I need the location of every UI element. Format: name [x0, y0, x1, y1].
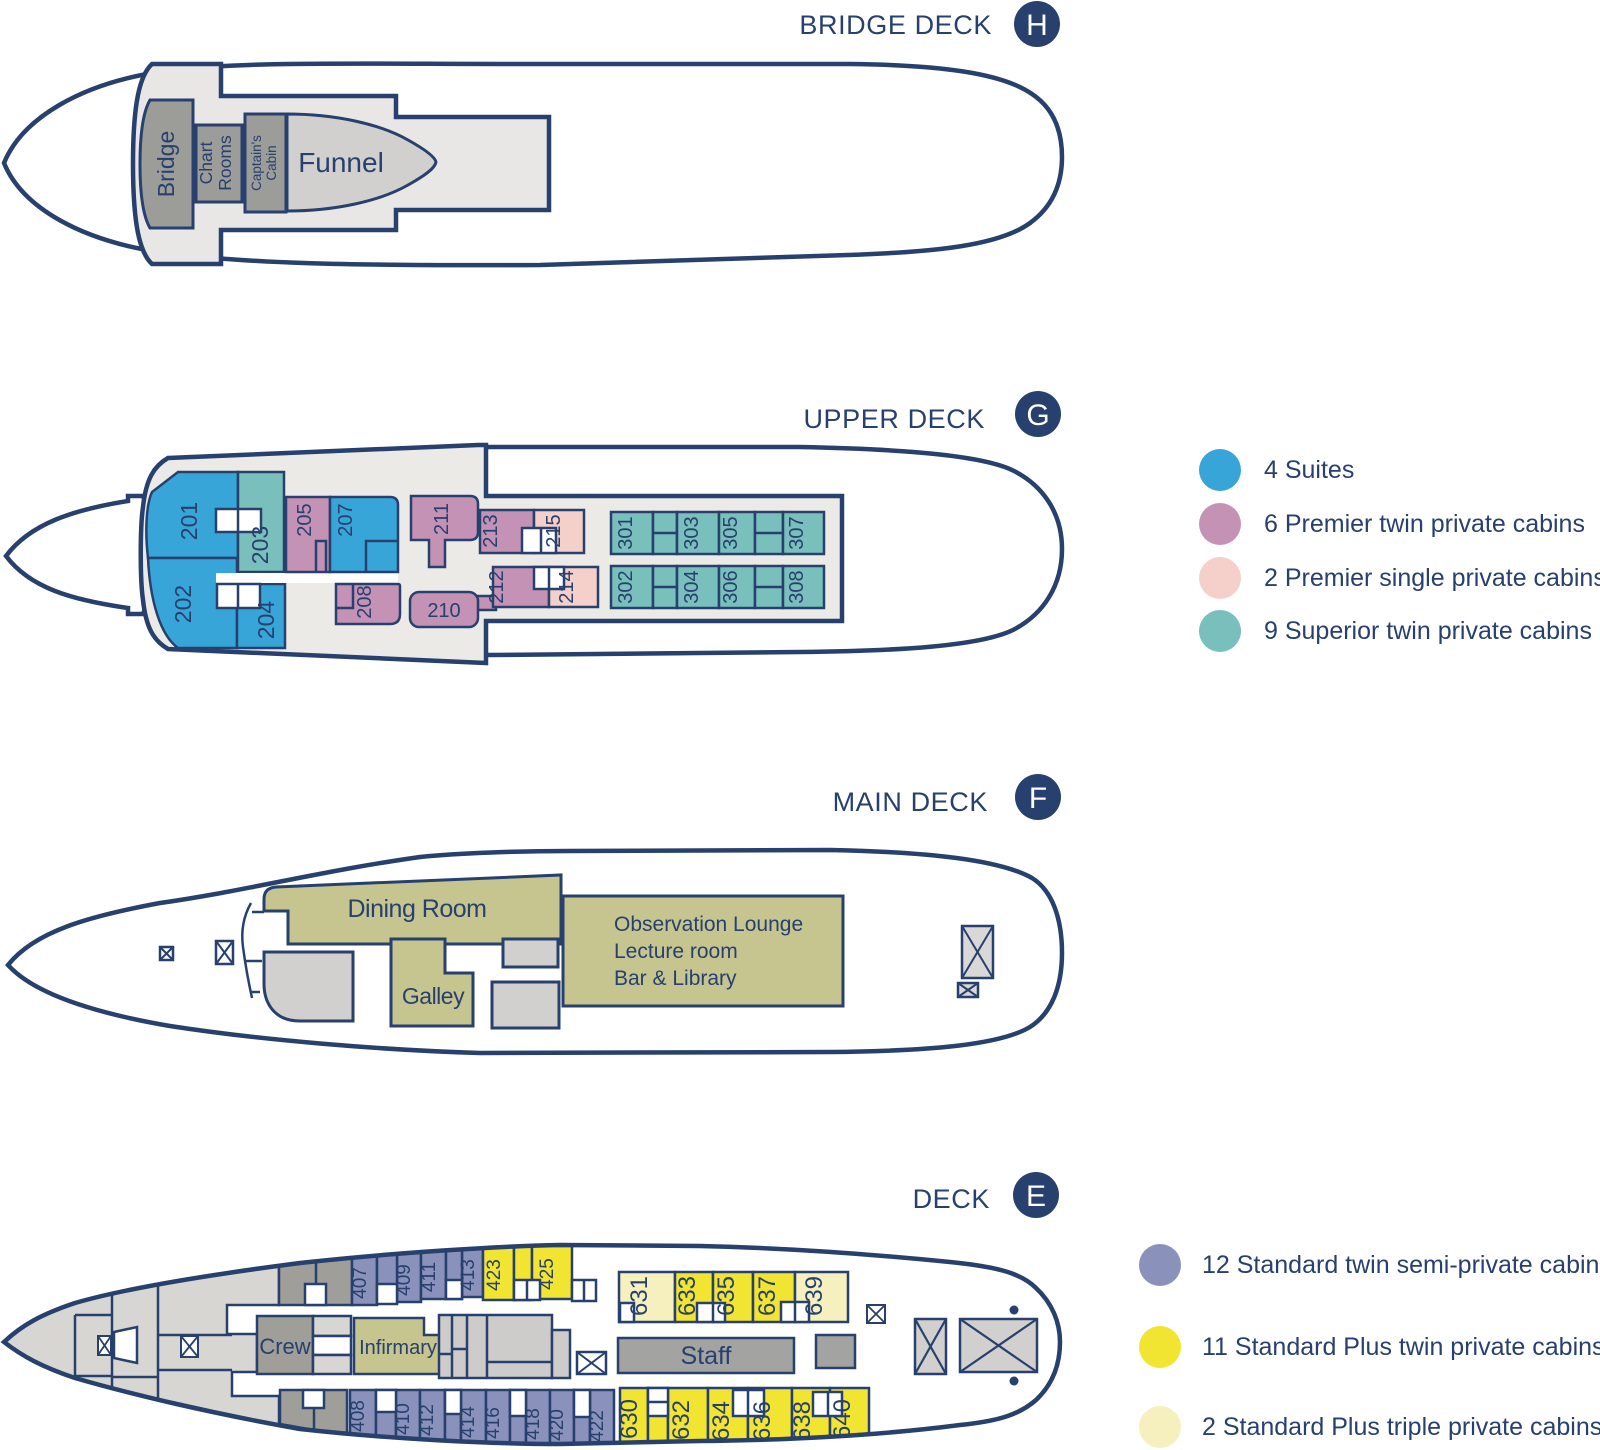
svg-text:201: 201	[176, 502, 202, 540]
svg-text:Infirmary: Infirmary	[359, 1337, 437, 1359]
svg-text:423: 423	[484, 1259, 505, 1291]
svg-text:636: 636	[749, 1401, 776, 1441]
svg-text:2 Standard Plus triple private: 2 Standard Plus triple private cabins	[1202, 1413, 1600, 1441]
svg-text:302: 302	[615, 570, 637, 603]
svg-text:213: 213	[480, 514, 502, 547]
svg-text:UPPER DECK: UPPER DECK	[803, 404, 985, 434]
svg-text:6 Premier twin private cabins: 6 Premier twin private cabins	[1264, 510, 1585, 538]
svg-text:208: 208	[354, 585, 376, 618]
svg-text:301: 301	[615, 516, 637, 549]
svg-text:Galley: Galley	[402, 983, 465, 1009]
svg-text:Captain'sCabin: Captain'sCabin	[249, 135, 279, 191]
svg-text:305: 305	[720, 516, 742, 549]
svg-text:639: 639	[801, 1276, 828, 1316]
svg-text:304: 304	[681, 570, 703, 603]
svg-text:413: 413	[458, 1259, 479, 1291]
svg-text:633: 633	[674, 1276, 701, 1316]
svg-text:630: 630	[616, 1399, 643, 1439]
svg-text:410: 410	[393, 1403, 414, 1435]
svg-text:215: 215	[543, 514, 565, 547]
svg-text:Staff: Staff	[681, 1342, 732, 1370]
svg-text:640: 640	[829, 1399, 856, 1439]
svg-text:211: 211	[431, 503, 453, 535]
svg-text:Bridge: Bridge	[153, 131, 179, 197]
svg-text:631: 631	[626, 1276, 653, 1316]
svg-text:202: 202	[170, 585, 196, 623]
svg-text:Lecture room: Lecture room	[614, 940, 738, 963]
svg-text:Dining Room: Dining Room	[347, 895, 486, 923]
svg-text:12 Standard twin semi-private: 12 Standard twin semi-private cabins	[1202, 1251, 1600, 1279]
svg-text:Crew: Crew	[259, 1334, 310, 1359]
svg-text:418: 418	[523, 1408, 544, 1440]
svg-text:DECK: DECK	[913, 1184, 990, 1214]
svg-text:306: 306	[720, 570, 742, 603]
svg-text:407: 407	[350, 1267, 371, 1299]
svg-text:632: 632	[668, 1400, 695, 1440]
svg-text:408: 408	[348, 1400, 369, 1432]
svg-text:Funnel: Funnel	[298, 147, 384, 178]
svg-text:303: 303	[681, 516, 703, 549]
svg-text:205: 205	[294, 503, 316, 536]
svg-text:214: 214	[556, 570, 578, 603]
svg-text:210: 210	[427, 600, 460, 622]
svg-text:4 Suites: 4 Suites	[1264, 456, 1354, 484]
svg-text:Bar & Library: Bar & Library	[614, 967, 737, 990]
svg-text:Observation Lounge: Observation Lounge	[614, 913, 803, 936]
svg-text:2 Premier single private cabin: 2 Premier single private cabins	[1264, 564, 1600, 592]
svg-text:637: 637	[754, 1276, 781, 1316]
svg-text:409: 409	[394, 1264, 415, 1296]
svg-text:F: F	[1029, 782, 1047, 815]
svg-text:425: 425	[537, 1258, 558, 1290]
svg-text:207: 207	[335, 503, 357, 536]
svg-text:212: 212	[486, 570, 508, 603]
svg-text:ChartRooms: ChartRooms	[196, 135, 235, 191]
svg-text:G: G	[1026, 399, 1049, 432]
svg-text:H: H	[1026, 9, 1048, 42]
svg-text:9 Superior twin private cabins: 9 Superior twin private cabins	[1264, 617, 1592, 645]
svg-text:414: 414	[458, 1406, 479, 1438]
svg-text:203: 203	[247, 526, 273, 564]
svg-text:204: 204	[253, 601, 279, 640]
svg-text:420: 420	[547, 1409, 568, 1441]
svg-text:422: 422	[587, 1410, 608, 1442]
svg-text:MAIN DECK: MAIN DECK	[833, 787, 988, 817]
svg-text:635: 635	[713, 1276, 740, 1316]
svg-text:E: E	[1026, 1180, 1046, 1213]
svg-text:411: 411	[419, 1262, 440, 1292]
svg-text:416: 416	[483, 1407, 504, 1439]
svg-text:307: 307	[786, 516, 808, 549]
svg-text:308: 308	[786, 570, 808, 603]
svg-text:638: 638	[789, 1401, 816, 1441]
svg-text:11 Standard Plus twin private: 11 Standard Plus twin private cabins	[1202, 1333, 1600, 1361]
svg-text:412: 412	[417, 1404, 438, 1436]
svg-text:634: 634	[708, 1401, 735, 1441]
svg-text:BRIDGE DECK: BRIDGE DECK	[799, 10, 992, 40]
